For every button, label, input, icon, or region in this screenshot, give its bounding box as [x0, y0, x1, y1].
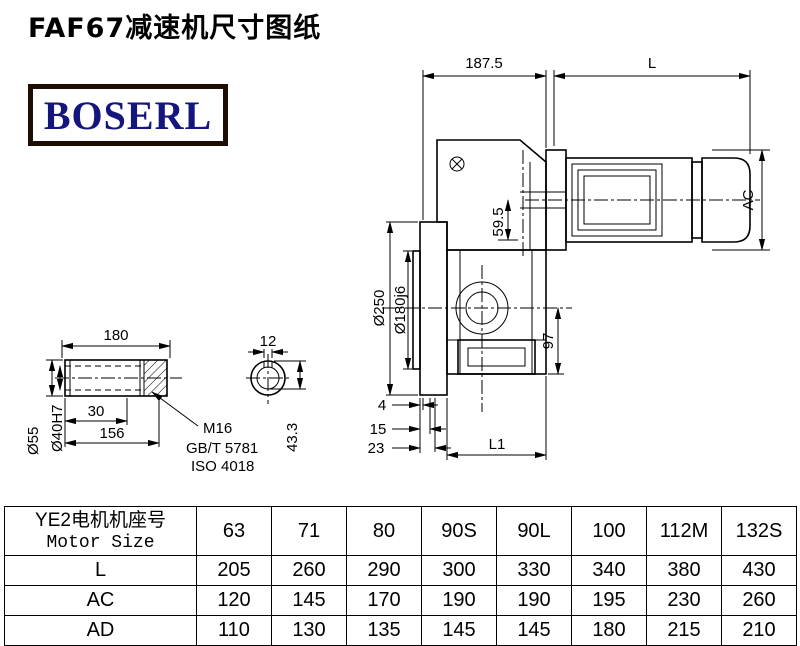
- brand-logo: BOSERL: [28, 84, 228, 146]
- table-row: AD 110 130 135 145 145 180 215 210: [4, 615, 797, 646]
- spec-table: YE2电机机座号 Motor Size 63 71 80 90S 90L 100…: [4, 506, 797, 646]
- row-label: L: [4, 555, 197, 586]
- shaft-end-view: [250, 360, 286, 396]
- dim-step-b-label: 15: [370, 421, 387, 438]
- dim-shaft-total: 180: [61, 327, 171, 358]
- dim-flange-od: Ø250: [371, 221, 418, 396]
- dim-key-height: 43.3: [270, 360, 306, 452]
- dim-key-width: 12: [248, 333, 288, 358]
- row-label: AC: [4, 585, 197, 616]
- table-cell: 190: [421, 585, 497, 616]
- table-cell: 130: [271, 615, 347, 646]
- column-header: 90S: [421, 506, 497, 556]
- dim-top-width: 187.5: [422, 55, 547, 220]
- dim-shaft-total-label: 180: [103, 327, 128, 344]
- dim-flange-od-label: Ø250: [371, 290, 388, 327]
- dim-step-c-label: 23: [368, 440, 385, 457]
- table-cell: 145: [271, 585, 347, 616]
- gearbox-outline: [412, 139, 566, 396]
- table-header-row: YE2电机机座号 Motor Size 63 71 80 90S 90L 100…: [4, 506, 797, 556]
- dim-motor-diameter: AC: [712, 149, 770, 251]
- dim-top-width-label: 187.5: [465, 55, 503, 72]
- motor-size-header-en: Motor Size: [46, 532, 155, 553]
- dim-thread-depth-label: 30: [88, 403, 105, 420]
- table-cell: 195: [571, 585, 647, 616]
- table-cell: 205: [196, 555, 272, 586]
- dim-foot-offset-label: 97: [540, 333, 557, 350]
- dim-shaft-len: 156: [64, 398, 160, 447]
- table-cell: 260: [721, 585, 797, 616]
- dim-motor-length-label: L: [648, 55, 656, 72]
- dim-shaft-od: Ø55: [25, 359, 63, 455]
- dim-spigot-label: Ø180j6: [392, 286, 409, 334]
- shaft-detail: [64, 359, 168, 397]
- table-cell: 300: [421, 555, 497, 586]
- dim-motor-length: L: [553, 55, 751, 154]
- table-cell: 120: [196, 585, 272, 616]
- table-cell: 340: [571, 555, 647, 586]
- dim-key-height-label: 43.3: [284, 423, 301, 452]
- dim-axis-offset-label: 59.5: [490, 207, 507, 236]
- table-cell: 210: [721, 615, 797, 646]
- table-row: AC 120 145 170 190 190 195 230 260: [4, 585, 797, 616]
- dim-bore: Ø40H7: [49, 365, 66, 452]
- dim-axis-offset: 59.5: [490, 199, 518, 241]
- table-cell: 260: [271, 555, 347, 586]
- column-header: 132S: [721, 506, 797, 556]
- table-cell: 145: [421, 615, 497, 646]
- table-cell: 180: [571, 615, 647, 646]
- centerlines: [55, 150, 760, 412]
- motor-size-header: YE2电机机座号 Motor Size: [4, 506, 197, 556]
- row-label: AD: [4, 615, 197, 646]
- table-cell: 215: [646, 615, 722, 646]
- dim-step-a-label: 4: [378, 397, 386, 414]
- page-title: FAF67减速机尺寸图纸: [28, 13, 322, 44]
- dim-bottom-steps: 4 15 23: [368, 397, 451, 457]
- dim-motor-diameter-label: AC: [740, 189, 757, 210]
- dim-l1: L1: [446, 376, 547, 460]
- dim-shaft-od-label: Ø55: [25, 427, 42, 455]
- dim-spigot: Ø180j6: [392, 250, 412, 370]
- dimension-drawing: 187.5 L AC Ø250 Ø180j6 59.5 97: [25, 55, 770, 475]
- table-cell: 430: [721, 555, 797, 586]
- table-cell: 145: [496, 615, 572, 646]
- dim-key-width-label: 12: [260, 333, 277, 350]
- thread-std1-label: GB/T 5781: [186, 440, 258, 457]
- table-cell: 190: [496, 585, 572, 616]
- column-header: 71: [271, 506, 347, 556]
- dim-thread-depth: 30: [64, 398, 128, 447]
- column-header: 100: [571, 506, 647, 556]
- thread-callout: M16 GB/T 5781 ISO 4018: [151, 391, 258, 475]
- table-cell: 110: [196, 615, 272, 646]
- column-header: 90L: [496, 506, 572, 556]
- table-cell: 230: [646, 585, 722, 616]
- column-header: 63: [196, 506, 272, 556]
- table-cell: 170: [346, 585, 422, 616]
- table-cell: 135: [346, 615, 422, 646]
- table-cell: 380: [646, 555, 722, 586]
- column-header: 80: [346, 506, 422, 556]
- motor-size-header-cn: YE2电机机座号: [35, 509, 166, 531]
- dim-foot-offset: 97: [540, 307, 564, 375]
- thread-std2-label: ISO 4018: [191, 458, 254, 475]
- table-row: L 205 260 290 300 330 340 380 430: [4, 555, 797, 586]
- dim-bore-label: Ø40H7: [49, 404, 66, 452]
- brand-logo-text: BOSERL: [43, 92, 213, 138]
- table-cell: 290: [346, 555, 422, 586]
- dim-shaft-len-label: 156: [99, 425, 124, 442]
- thread-label: M16: [203, 420, 232, 437]
- column-header: 112M: [646, 506, 722, 556]
- table-cell: 330: [496, 555, 572, 586]
- dim-l1-label: L1: [489, 436, 506, 453]
